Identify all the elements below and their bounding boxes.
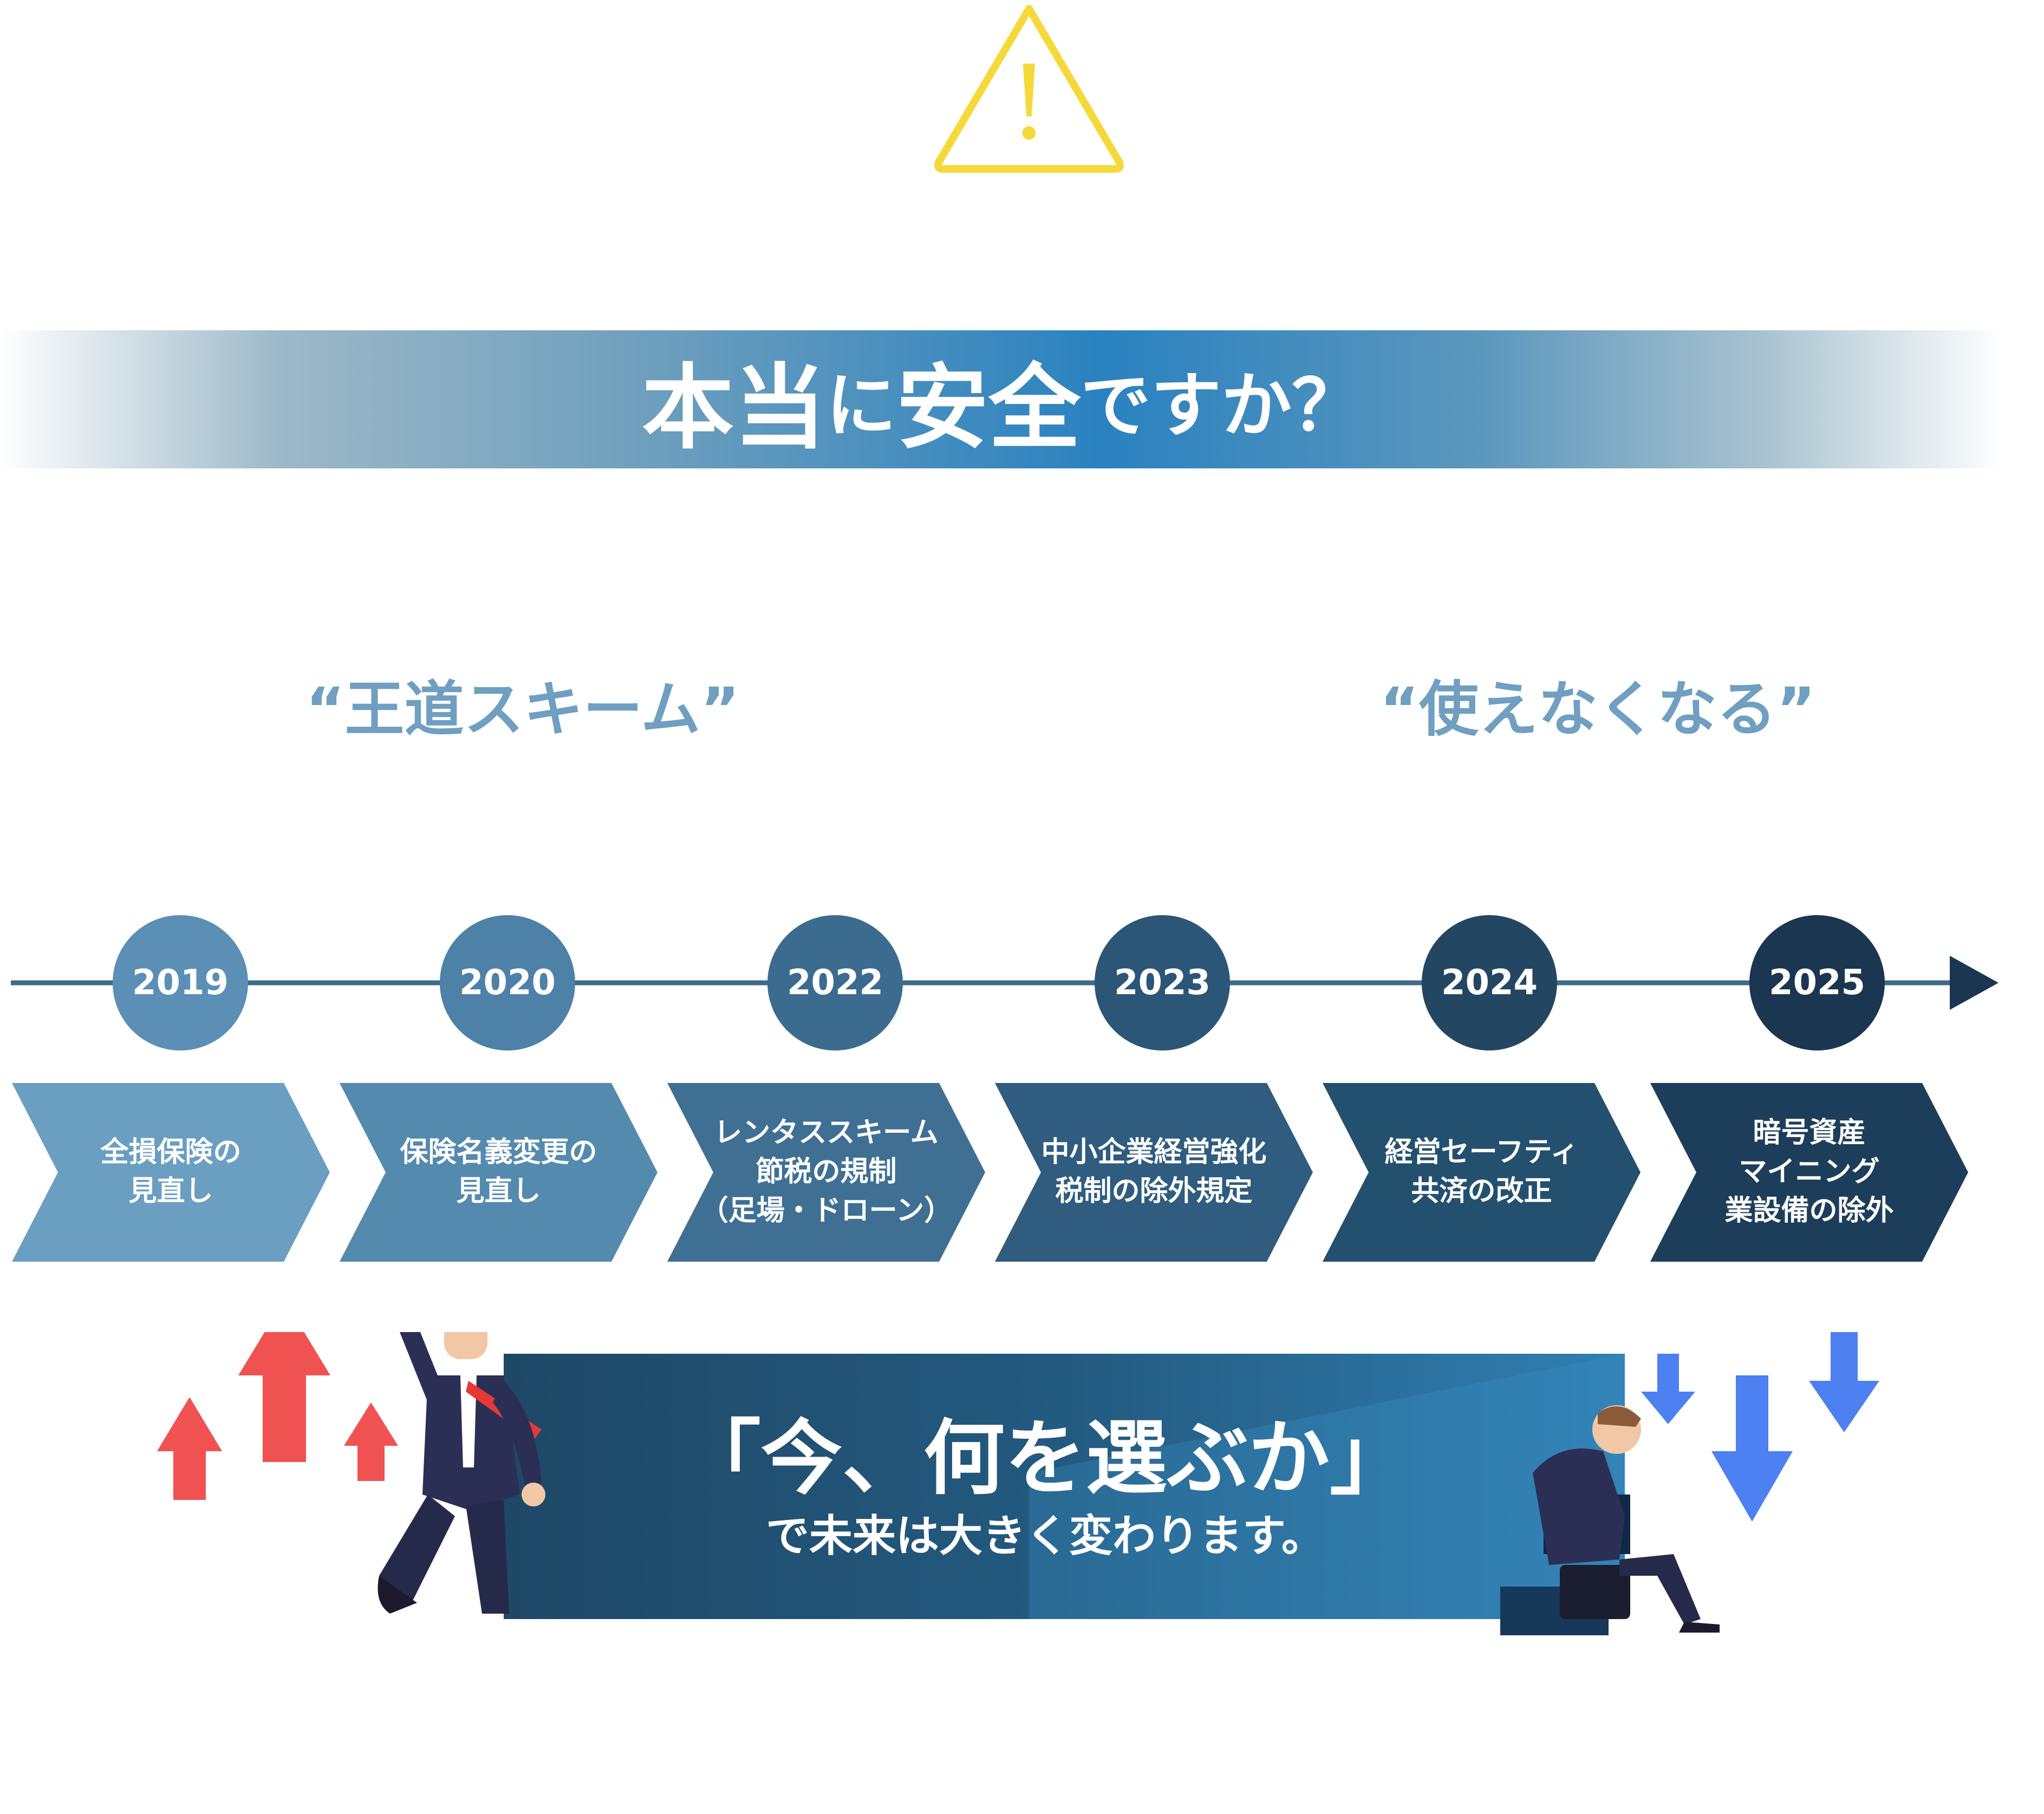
message-main: 「今、何を選ぶか」	[679, 1411, 1411, 1506]
timeline-step-chevron	[12, 1083, 330, 1262]
timeline-year-label: 2025	[1768, 963, 1866, 1003]
up-arrows-icon	[157, 1332, 398, 1500]
banner-title-part: 安全	[896, 354, 1081, 462]
title-banner	[0, 330, 2004, 468]
down-arrows-icon	[1641, 1332, 1879, 1522]
timeline-arrowhead-icon	[1950, 956, 1999, 1010]
timeline-year-label: 2023	[1114, 963, 1211, 1003]
timeline-step-chevron	[995, 1083, 1313, 1262]
message-panel	[157, 1332, 1879, 1635]
timeline-year-label: 2022	[786, 963, 884, 1003]
timeline-step-label: 暗号資産 マイニング 業設備の除外	[1724, 1117, 1894, 1227]
timeline-step-chevron	[667, 1083, 985, 1262]
timeline-year-label: 2020	[459, 963, 556, 1003]
timeline-year-circle	[1095, 915, 1230, 1050]
quote-unusable: “使えなくなる”	[1379, 675, 1816, 744]
timeline-year-circle	[1422, 915, 1557, 1050]
timeline-year-circle	[113, 915, 248, 1050]
timeline-step-chevron	[1650, 1083, 1968, 1262]
timeline-step-label: 経営セーフティ 共済の改正	[1384, 1136, 1579, 1208]
timeline-year-circle	[767, 915, 903, 1050]
timeline-step-label: 中小企業経営強化 税制の除外規定	[1041, 1136, 1267, 1208]
timeline-step-chevron	[340, 1083, 658, 1262]
banner-title-part: 本当	[641, 354, 826, 462]
warning-exclamation: !	[1010, 37, 1048, 163]
timeline-year-label: 2024	[1441, 963, 1538, 1003]
quote-royal-scheme: “王道スキーム”	[305, 675, 740, 744]
timeline-graphics	[11, 915, 1999, 1262]
timeline: 2019 全損保険の 見直し 2020 保険名義変更の 見直し 2022 レンタススキーム…	[0, 893, 2044, 1814]
timeline-year-label: 2019	[132, 963, 229, 1003]
timeline-step-chevron	[1323, 1083, 1641, 1262]
banner-title-part: ですか？	[1080, 364, 1363, 447]
timeline-step-label: 保険名義変更の 見直し	[400, 1136, 597, 1208]
banner-title: 本当 に 安全 ですか？	[0, 330, 2004, 468]
banner-title-part: に	[825, 364, 896, 447]
message-sub: で未来は大きく変わります。	[766, 1511, 1325, 1561]
timeline-year-circle	[1749, 915, 1885, 1050]
timeline-step-label: 全損保険の 見直し	[100, 1136, 242, 1208]
timeline-step-label: レンタススキーム 節税の規制 （足場・ドローン）	[700, 1117, 953, 1227]
warning-triangle-icon: !	[934, 5, 1124, 173]
jumping-businessman-icon	[377, 1332, 545, 1614]
timeline-year-circle	[440, 915, 575, 1050]
sitting-businessman-icon	[1500, 1405, 1720, 1635]
